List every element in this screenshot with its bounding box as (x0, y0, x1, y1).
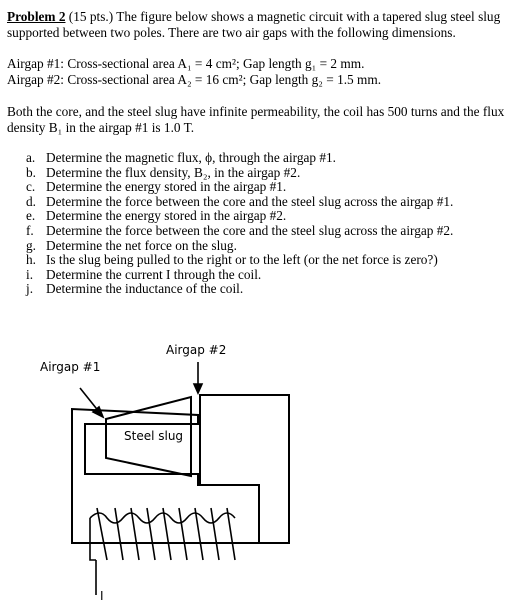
right-core (199, 394, 290, 544)
airgap1-dimensions: Airgap #1: Cross-sectional area A₁ = 4 c… (7, 56, 365, 71)
task-letter: g. (26, 237, 36, 253)
steel-slug (105, 395, 192, 478)
magnetic-circuit-figure: Airgap #1 Airgap #2 Steel slug I (40, 343, 290, 603)
task-letter: c. (26, 179, 36, 195)
problem-label: Problem 2 (7, 9, 66, 24)
task-letter: j. (26, 281, 34, 297)
task-letter: f. (26, 222, 34, 238)
task-text: Is the slug being pulled to the right or… (46, 252, 438, 268)
task-item: i. Determine the current I through the co… (26, 266, 512, 283)
task-text: Determine the magnetic flux, ϕ, through … (46, 150, 336, 165)
task-item: g. Determine the net force on the slug. (26, 237, 512, 254)
task-letter: b. (26, 164, 36, 180)
coil (89, 507, 236, 595)
task-text: Determine the force between the core and… (46, 193, 454, 209)
steel-slug-label: Steel slug (124, 429, 183, 443)
problem-intro-text: (15 pts.) The figure below shows a magne… (7, 9, 501, 40)
task-text: Determine the force between the core and… (46, 222, 454, 238)
task-text: Determine the flux density, B₂, in the a… (46, 164, 301, 180)
task-text: Determine the energy stored in the airga… (46, 179, 287, 195)
task-list: a. Determine the magnetic flux, ϕ, throug… (7, 150, 512, 297)
task-letter: i. (26, 266, 34, 282)
task-item: e. Determine the energy stored in the air… (26, 209, 512, 224)
task-item: j. Determine the inductance of the coil. (26, 282, 512, 297)
task-text: Determine the energy stored in the airga… (46, 208, 287, 224)
task-letter: h. (26, 252, 36, 268)
task-item: b. Determine the flux density, B₂, in the… (26, 164, 512, 181)
airgap2-arrow (192, 362, 204, 395)
current-label: I (100, 589, 104, 603)
task-text: Determine the net force on the slug. (46, 237, 237, 253)
task-item: d. Determine the force between the core a… (26, 193, 512, 210)
airgap1-label: Airgap #1 (40, 360, 100, 374)
task-letter: a. (26, 150, 36, 165)
airgap2-label: Airgap #2 (166, 343, 226, 357)
task-letter: e. (26, 208, 36, 224)
problem-intro: Problem 2 (15 pts.) The figure below sho… (7, 9, 512, 40)
setup-paragraph: Both the core, and the steel slug have i… (7, 104, 505, 135)
task-item: c. Determine the energy stored in the air… (26, 179, 512, 195)
task-letter: d. (26, 193, 36, 209)
task-text: Determine the inductance of the coil. (46, 281, 244, 297)
airgap2-dimensions: Airgap #2: Cross-sectional area A₂ = 16 … (7, 71, 382, 87)
task-item: h. Is the slug being pulled to the right … (26, 252, 512, 268)
task-item: a. Determine the magnetic flux, ϕ, throug… (26, 150, 512, 166)
airgap-dimensions: Airgap #1: Cross-sectional area A₁ = 4 c… (7, 56, 512, 87)
airgap1-arrow (79, 387, 105, 419)
task-text: Determine the current I through the coil… (46, 266, 262, 282)
task-item: f. Determine the force between the core a… (26, 222, 512, 239)
